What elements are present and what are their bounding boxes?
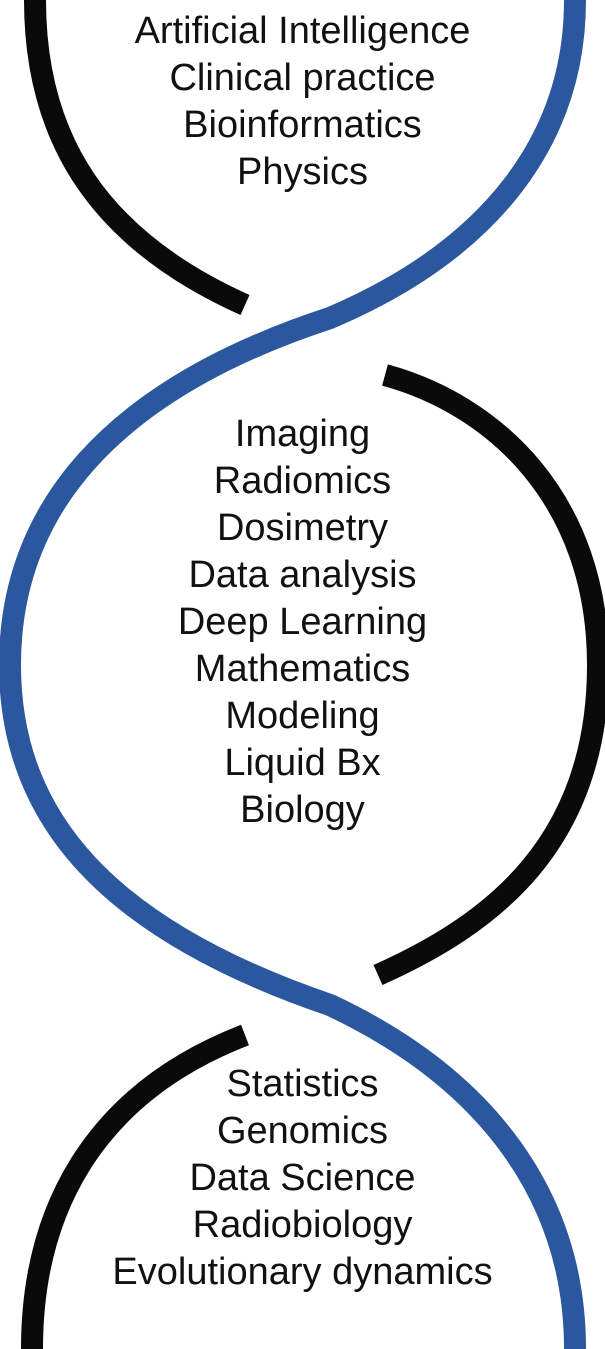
term-evolutionary-dynamics: Evolutionary dynamics [112, 1251, 493, 1293]
term-deep-learning: Deep Learning [177, 601, 428, 643]
term-clinical-practice: Clinical practice [169, 57, 436, 99]
black-strand-bottom [21, 1024, 249, 1349]
black-strand-middle [373, 364, 605, 986]
term-bioinformatics: Bioinformatics [183, 104, 422, 146]
term-dosimetry: Dosimetry [216, 507, 389, 549]
term-biology: Biology [240, 789, 365, 831]
term-artificial-intelligence: Artificial Intelligence [134, 10, 471, 52]
term-liquid-bx: Liquid Bx [224, 742, 381, 784]
term-group-middle: Imaging Radiomics Dosimetry Data analysi… [0, 411, 605, 834]
black-strand-top [24, 0, 250, 316]
term-statistics: Statistics [226, 1063, 379, 1105]
term-radiobiology: Radiobiology [192, 1204, 413, 1246]
blue-strand [0, 0, 586, 1349]
term-radiomics: Radiomics [213, 460, 392, 502]
term-genomics: Genomics [216, 1110, 389, 1152]
term-data-science: Data Science [189, 1157, 416, 1199]
term-mathematics: Mathematics [194, 648, 411, 690]
term-physics: Physics [237, 151, 368, 193]
term-group-bottom: Statistics Genomics Data Science Radiobi… [0, 1061, 605, 1296]
term-imaging: Imaging [234, 413, 371, 455]
term-group-top: Artificial Intelligence Clinical practic… [0, 8, 605, 196]
term-data-analysis: Data analysis [188, 554, 417, 596]
term-modeling: Modeling [225, 695, 380, 737]
